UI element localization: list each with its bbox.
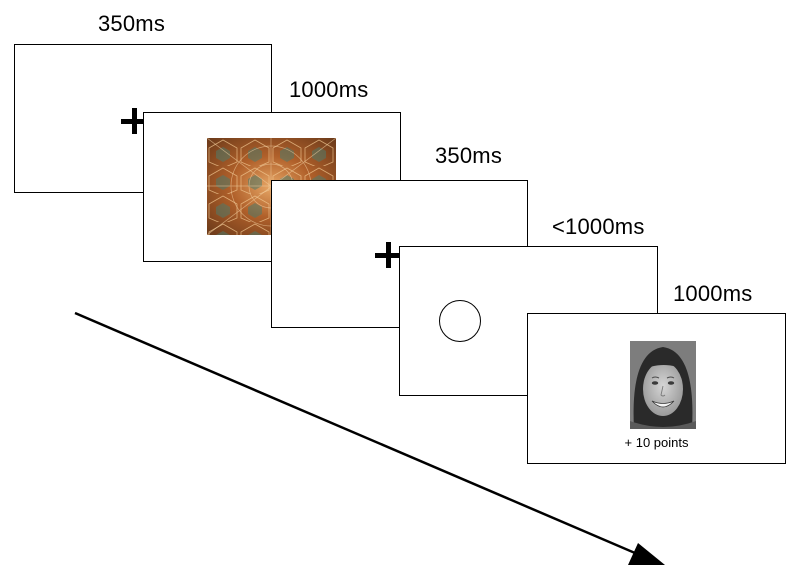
fixation-cross xyxy=(121,108,147,134)
face-photo xyxy=(630,341,696,429)
duration-label-frame-4: <1000ms xyxy=(552,214,645,239)
duration-label-frame-5: 1000ms xyxy=(673,281,753,306)
circle-cue xyxy=(439,300,481,342)
frame-feedback: + 10 points xyxy=(527,313,786,464)
duration-label-frame-3: 350ms xyxy=(435,143,503,168)
feedback-points-text: + 10 points xyxy=(624,435,689,450)
duration-label-frame-1: 350ms xyxy=(98,11,166,36)
duration-label-frame-2: 1000ms xyxy=(289,77,369,102)
fixation-cross xyxy=(375,242,401,268)
